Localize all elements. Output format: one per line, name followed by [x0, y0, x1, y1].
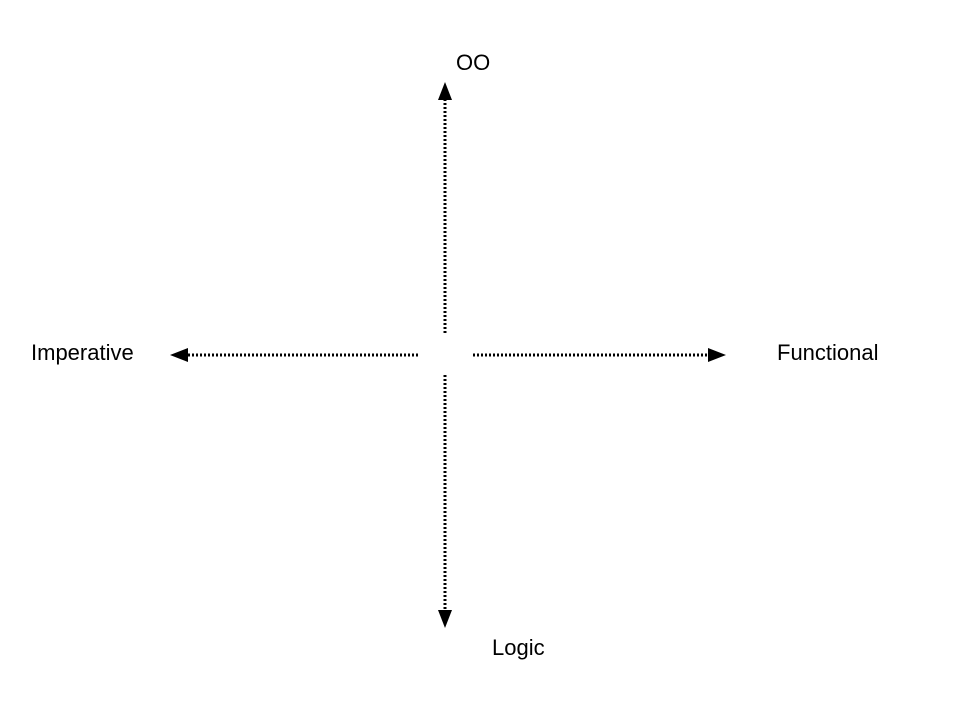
arrow-down-head [438, 610, 452, 628]
arrow-up-head [438, 82, 452, 100]
label-oo: OO [456, 50, 491, 75]
label-functional: Functional [777, 340, 879, 365]
arrow-left-head [170, 348, 188, 362]
label-imperative: Imperative [31, 340, 134, 365]
label-logic: Logic [492, 635, 545, 660]
arrow-right-head [708, 348, 726, 362]
